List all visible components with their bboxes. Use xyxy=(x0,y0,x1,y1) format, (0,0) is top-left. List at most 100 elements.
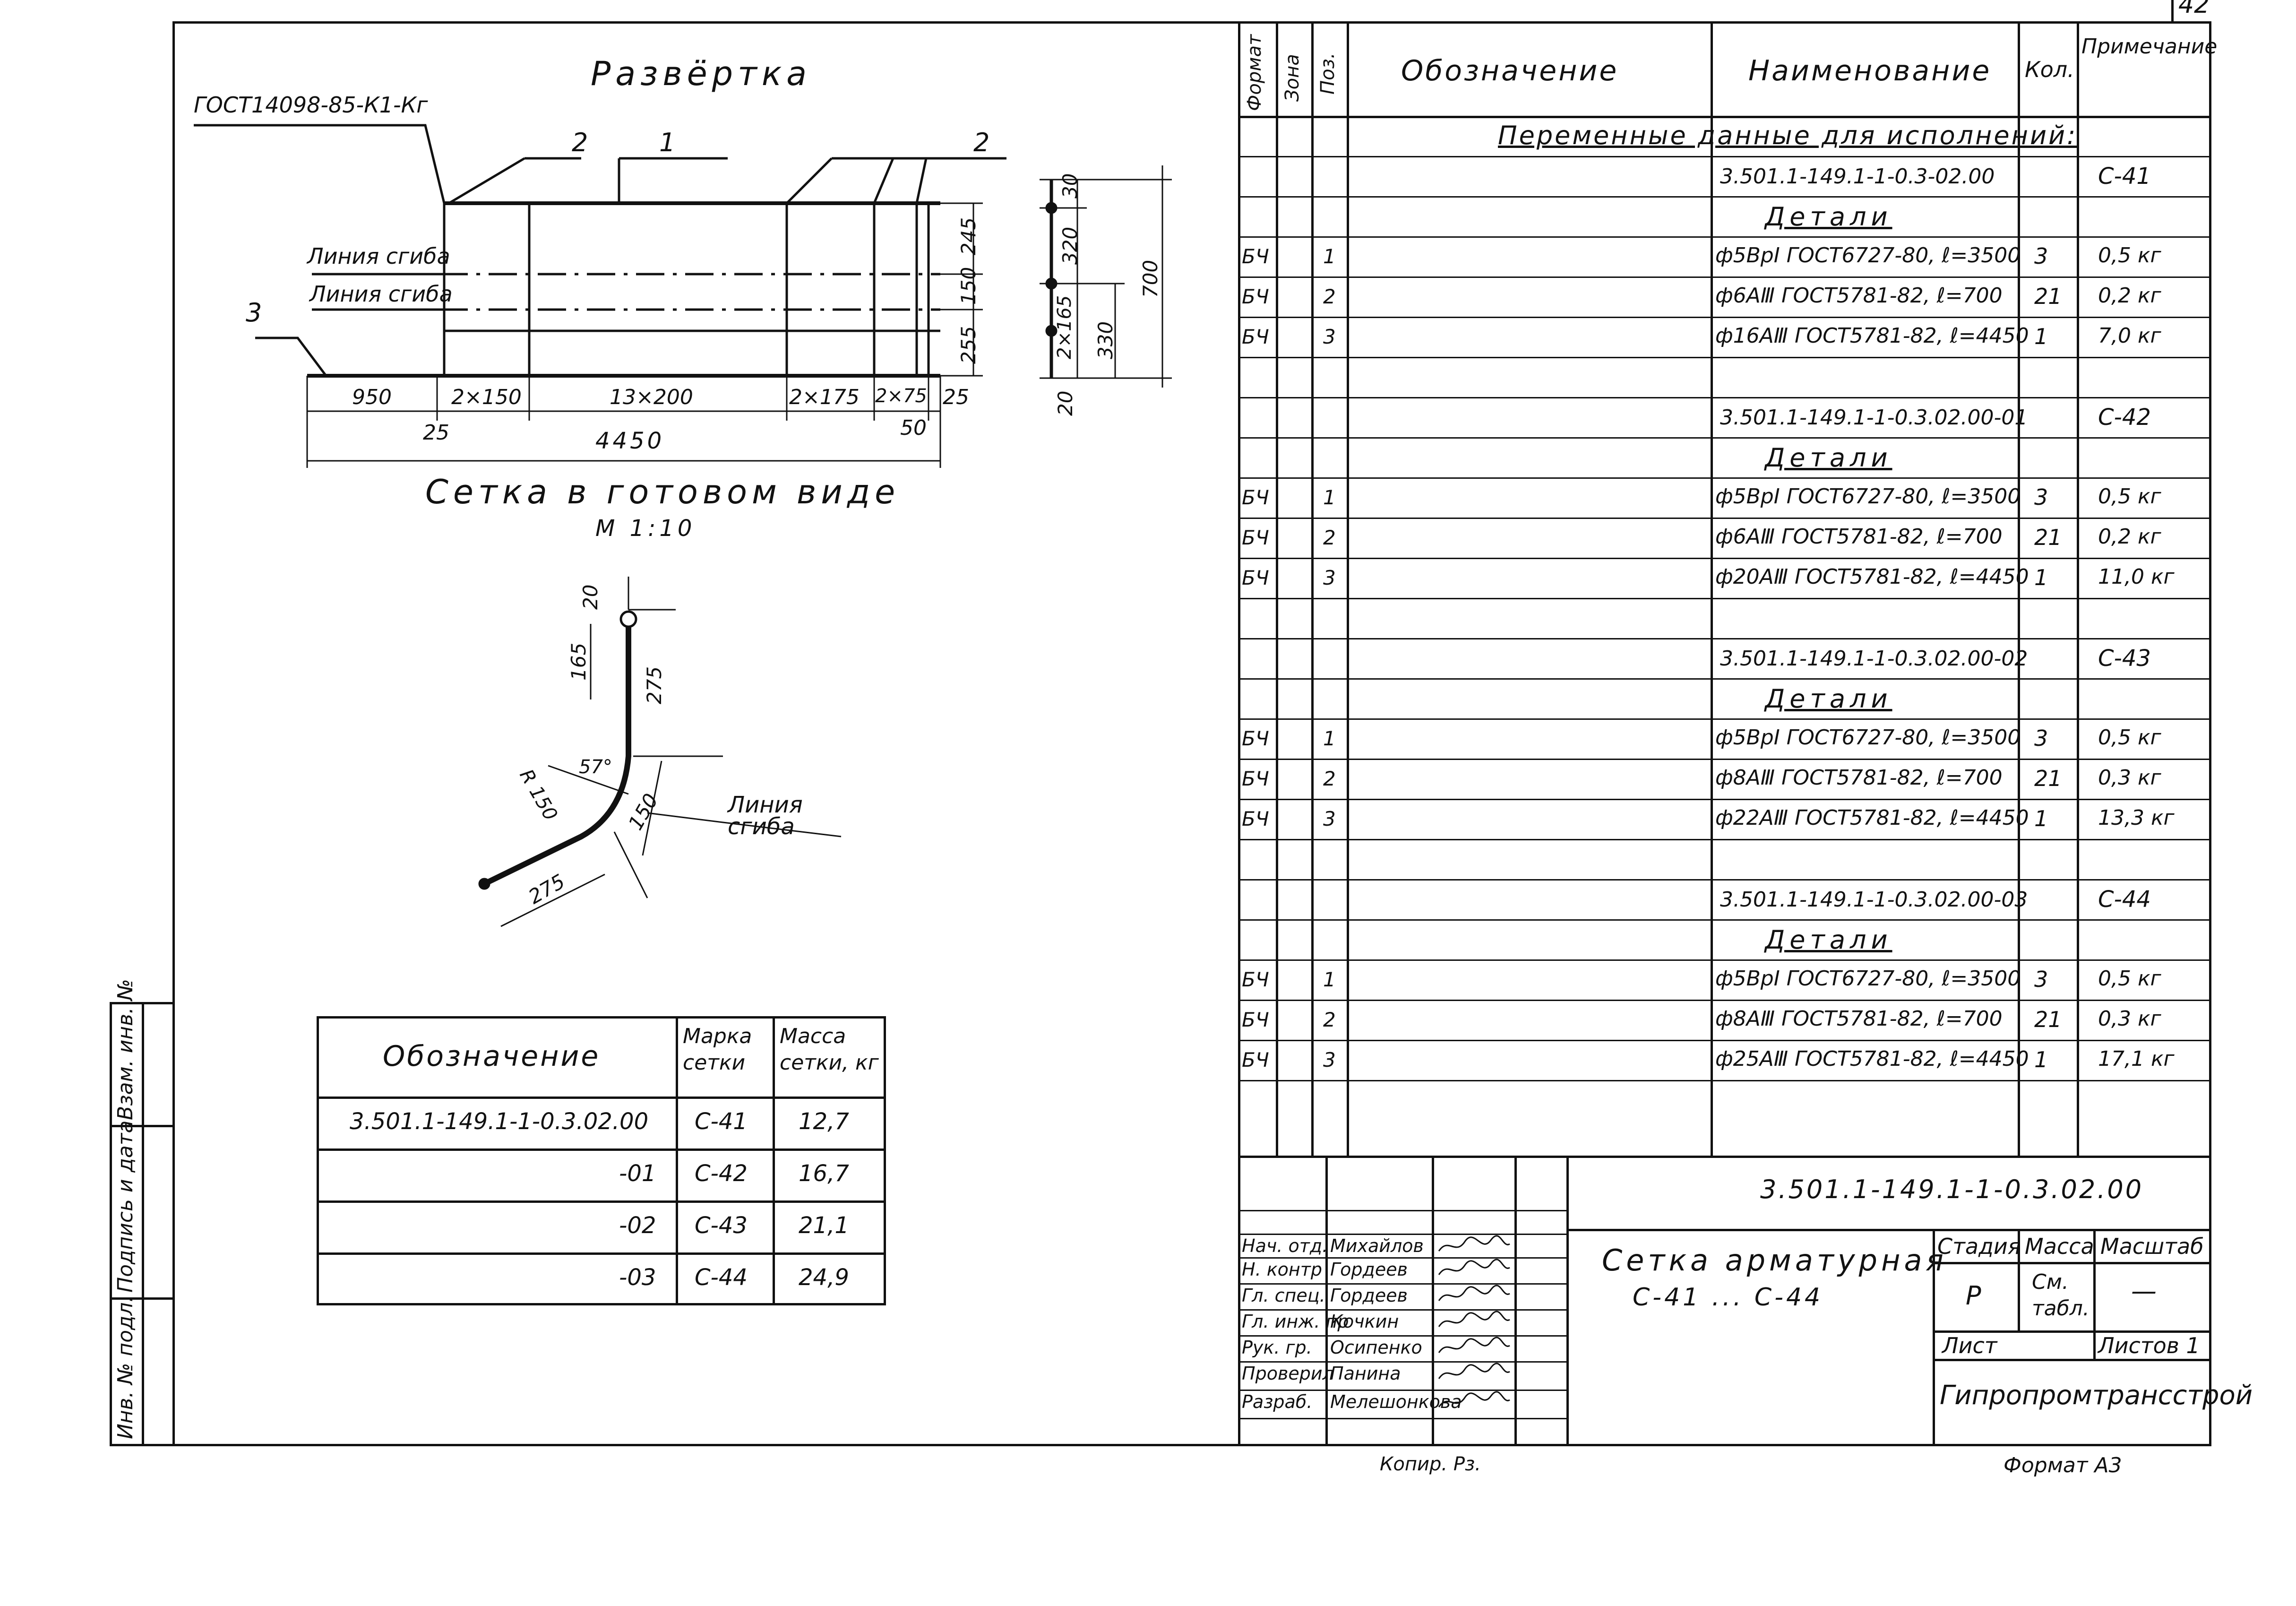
signatory-name: Гордеев xyxy=(1330,1259,1408,1280)
signatory-name: Панина xyxy=(1330,1363,1401,1384)
spec-item-pos: 2 xyxy=(1323,285,1336,308)
spec-row-line xyxy=(1238,1040,2211,1041)
section-dim-20: 20 xyxy=(1054,390,1077,416)
spec-row-line xyxy=(1238,598,2211,599)
spec-col-line xyxy=(1311,21,1314,1156)
spec-item-format: БЧ xyxy=(1242,566,1269,589)
spec-item-format: БЧ xyxy=(1242,526,1269,549)
spec-col-line xyxy=(1347,21,1349,1156)
spec-group-doc: 3.501.1-149.1-1-0.3-02.00 xyxy=(1720,164,1995,189)
spec-item-pos: 3 xyxy=(1323,566,1336,589)
spec-item-pos: 1 xyxy=(1323,245,1336,268)
detail-dim xyxy=(500,873,605,927)
spec-row-line xyxy=(1238,799,2211,800)
left-strip-row-line xyxy=(110,1297,175,1300)
section-dim-330: 330 xyxy=(1094,321,1117,359)
spec-item-qty: 3 xyxy=(2034,967,2048,992)
spec-group-doc: 3.501.1-149.1-1-0.3.02.00-03 xyxy=(1720,888,2028,912)
spec-item-format: БЧ xyxy=(1242,285,1269,308)
spec-item-qty: 3 xyxy=(2034,243,2048,269)
left-strip-row-line xyxy=(110,1125,175,1127)
dim-150: 150 xyxy=(957,267,980,305)
spec-row-line xyxy=(1238,156,2211,157)
dim-13x200: 13×200 xyxy=(610,385,693,409)
pos2-leader-left xyxy=(448,157,525,205)
pos2-leader-right xyxy=(915,158,928,204)
dim-245: 245 xyxy=(957,217,980,255)
dim-255: 255 xyxy=(957,326,980,364)
people-col-line xyxy=(1325,1156,1328,1446)
spec-row-line xyxy=(1238,1080,2211,1081)
spec-row-line xyxy=(1238,839,2211,840)
people-row-line xyxy=(1238,1390,1566,1391)
sheet-label: Лист xyxy=(1942,1333,1997,1358)
dim-4450: 4450 xyxy=(595,428,665,454)
marks-row-designation: -01 xyxy=(619,1160,656,1187)
spec-item-name: ф8АⅢ ГОСТ5781-82, ℓ=700 xyxy=(1715,766,2003,790)
people-col-line xyxy=(1514,1156,1517,1446)
signature-scribble xyxy=(1438,1337,1510,1353)
signatory-name: Михайлов xyxy=(1330,1235,1424,1256)
spec-row-line xyxy=(1238,397,2211,398)
spec-item-pos: 3 xyxy=(1323,807,1336,830)
spec-row-line xyxy=(1238,759,2211,760)
pos-label-2-left: 2 xyxy=(572,128,588,157)
spec-header-qty: Кол. xyxy=(2025,57,2074,82)
spec-item-mass: 13,3 кг xyxy=(2098,806,2175,830)
spec-item-pos: 3 xyxy=(1323,1048,1336,1071)
spec-item-name: ф22АⅢ ГОСТ5781-82, ℓ=4450 xyxy=(1715,806,2029,830)
section-dim-30: 30 xyxy=(1058,173,1082,199)
spec-item-format: БЧ xyxy=(1242,968,1269,991)
spec-col-line xyxy=(2018,21,2020,1156)
spec-item-qty: 1 xyxy=(2034,806,2048,831)
left-strip-inv-label: Инв. № подл. xyxy=(113,1295,138,1439)
spec-row-line xyxy=(1238,919,2211,921)
people-row-line xyxy=(1238,1309,1566,1311)
title-block-top-line xyxy=(1238,1156,2211,1158)
spec-variable-title: Переменные данные для исполнений: xyxy=(1498,121,2078,150)
title-block-line xyxy=(1566,1156,1569,1446)
spec-col-line xyxy=(1276,21,1278,1156)
marks-row-designation: -03 xyxy=(619,1264,656,1291)
signatory-name: Осипенко xyxy=(1330,1337,1422,1358)
bent-bar xyxy=(483,624,631,887)
spec-item-qty: 3 xyxy=(2034,725,2048,751)
people-row-line xyxy=(1238,1361,1566,1363)
signatory-role: Разраб. xyxy=(1242,1391,1313,1412)
spec-item-name: ф5ВрI ГОСТ6727-80, ℓ=3500 xyxy=(1715,725,2021,750)
spec-group-details: Детали xyxy=(1765,202,1892,232)
detail-dim xyxy=(642,760,662,856)
people-row-line xyxy=(1238,1257,1566,1259)
pos3-leader xyxy=(255,337,327,377)
gost-label: ГОСТ14098-85-К1-Кг xyxy=(194,92,428,118)
left-strip-sign-label: Подпись и дата xyxy=(113,1120,138,1293)
spec-item-pos: 2 xyxy=(1323,526,1336,549)
spec-group-doc: 3.501.1-149.1-1-0.3.02.00-02 xyxy=(1720,647,2028,671)
spec-item-format: БЧ xyxy=(1242,807,1269,830)
spec-item-mass: 0,3 кг xyxy=(2098,766,2161,790)
spec-item-name: ф5ВрI ГОСТ6727-80, ℓ=3500 xyxy=(1715,967,2021,991)
pos-label-3: 3 xyxy=(246,298,262,328)
marks-table-col-line xyxy=(773,1016,775,1305)
section-bar-dot xyxy=(1045,325,1058,337)
marks-table-row-line xyxy=(317,1148,886,1151)
spec-row-line xyxy=(1238,718,2211,720)
signatory-role: Гл. инж. пр xyxy=(1242,1311,1349,1332)
spec-item-pos: 1 xyxy=(1323,968,1336,991)
people-row-line xyxy=(1238,1335,1566,1337)
scale-label: М 1:10 xyxy=(595,515,696,542)
frame-divider xyxy=(1238,21,1240,1446)
marks-row-designation: -02 xyxy=(619,1212,656,1239)
marks-header-mass: Масса сетки, кг xyxy=(780,1024,879,1075)
title-block-line xyxy=(2018,1229,2020,1330)
spec-item-qty: 1 xyxy=(2034,565,2048,590)
signature-scribble xyxy=(1438,1311,1510,1327)
title-name-line1: Сетка арматурная xyxy=(1602,1243,1947,1278)
scale-header-label: Масштаб xyxy=(2100,1234,2204,1259)
marks-row-mass: 16,7 xyxy=(799,1160,849,1187)
signatory-name: Гордеев xyxy=(1330,1285,1408,1306)
title-block-line xyxy=(1933,1359,2211,1361)
marks-row-mark: С-42 xyxy=(695,1160,748,1187)
section-dim-320: 320 xyxy=(1058,226,1082,265)
dim-25-left: 25 xyxy=(423,421,449,445)
